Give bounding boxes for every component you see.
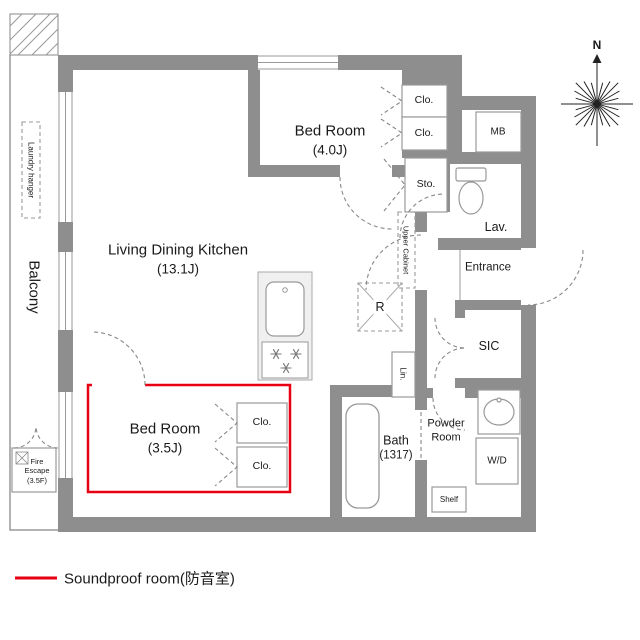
- laundry-hanger-label: Laundry hanger: [26, 141, 36, 199]
- bath-label: Bath (1317): [379, 432, 412, 463]
- bath-size: (1317): [379, 449, 413, 462]
- fire-escape-label: Fire Escape (3.5F): [24, 457, 49, 485]
- closet2-folding-door: [380, 118, 403, 148]
- closet3-folding-door: [214, 403, 238, 443]
- compass-icon: [561, 54, 633, 146]
- laundry-hanger-box: [21, 121, 41, 219]
- compass-north-label: N: [592, 38, 602, 53]
- sic-door-arc-1: [434, 317, 466, 349]
- meter-box: [475, 111, 522, 153]
- bedroom35-size: (3.5J): [147, 439, 183, 455]
- bedroom4-name: Bed Room: [294, 122, 366, 140]
- shelf-box: [431, 486, 467, 513]
- bedroom35-label: Bed Room (3.5J): [130, 419, 201, 456]
- lavatory-door-arc: [399, 193, 445, 239]
- faucet-icon: [282, 287, 288, 293]
- windows: [58, 55, 338, 478]
- fire-escape-arc-2: [35, 425, 59, 449]
- ldk-label: Living Dining Kitchen (13.1J): [108, 240, 248, 277]
- balcony-outline: [9, 55, 73, 531]
- dashed-fixtures: [21, 121, 416, 332]
- balcony-partition-hatch: [9, 13, 59, 56]
- kitchen-counter: [257, 271, 313, 381]
- closet-label-4: Clo.: [252, 460, 272, 473]
- balcony-label: Balcony: [25, 260, 43, 314]
- closet-label-3: Clo.: [252, 416, 272, 429]
- bedroom4-label: Bed Room (4.0J): [295, 121, 366, 158]
- sic-door-arc-2: [434, 347, 466, 379]
- bedroom35-name: Bed Room: [129, 420, 201, 438]
- ldk-size: (13.1J): [156, 260, 200, 276]
- lavatory-label: Lav.: [484, 219, 508, 234]
- powder-room-label: Powder Room: [427, 417, 464, 446]
- refrigerator-box: [357, 282, 403, 332]
- closet1-folding-door: [380, 86, 403, 116]
- fire-escape-line3: (3.5F): [26, 475, 47, 485]
- fire-escape-arc-1: [13, 425, 37, 449]
- meter-box-label: MB: [490, 126, 506, 138]
- refrigerator-label: R: [373, 298, 387, 316]
- fire-escape-line1: Fire: [30, 456, 44, 466]
- powder-door-arc: [432, 397, 466, 431]
- closet-label-1: Clo.: [414, 94, 434, 107]
- storage-label: Sto.: [416, 178, 436, 191]
- closet-label-2: Clo.: [414, 127, 434, 140]
- entrance-label: Entrance: [464, 261, 512, 274]
- fire-escape-hatch-icon: [15, 451, 29, 465]
- washer-dryer-box: [475, 437, 519, 485]
- toilet-icon: [455, 167, 487, 215]
- storage-box: [404, 157, 448, 213]
- closet4-folding-door: [214, 447, 238, 487]
- powder-line2: Room: [431, 432, 461, 444]
- kitchen-sink: [265, 281, 305, 337]
- entrance-door-arc: [527, 249, 584, 306]
- north-arrow-icon: [592, 54, 602, 63]
- stove-burner-icons: [270, 348, 302, 374]
- washbasin-icon: [483, 397, 515, 426]
- bedroom4-size: (4.0J): [312, 141, 348, 157]
- soundproof-room-outline: [86, 383, 292, 494]
- closet-box-4: [236, 446, 288, 488]
- bedroom4-door-arc: [339, 176, 393, 230]
- bedroom35-door-arc: [91, 331, 146, 386]
- door-swings: [13, 86, 584, 487]
- bathtub-icon: [345, 403, 380, 509]
- upper-cabinet-box: [397, 211, 416, 289]
- closet-box-2: [401, 116, 448, 151]
- ldk-door-arc: [365, 234, 422, 291]
- fire-escape-line2: Escape: [24, 466, 50, 476]
- powder-line1: Powder: [427, 417, 465, 430]
- stove: [261, 341, 309, 379]
- upper-cabinet-label: Upper Cabinet: [401, 225, 411, 275]
- shelf-label: Shelf: [439, 494, 459, 504]
- ldk-name: Living Dining Kitchen: [107, 241, 249, 259]
- linen-box: [391, 351, 416, 398]
- sic-label: SIC: [478, 338, 500, 353]
- washer-dryer-label: W/D: [487, 455, 507, 467]
- linen-label: Lin.: [398, 367, 408, 381]
- legend-label: Soundproof room(防音室): [64, 570, 235, 588]
- closet-box-3: [236, 402, 288, 444]
- bath-name: Bath: [383, 433, 409, 448]
